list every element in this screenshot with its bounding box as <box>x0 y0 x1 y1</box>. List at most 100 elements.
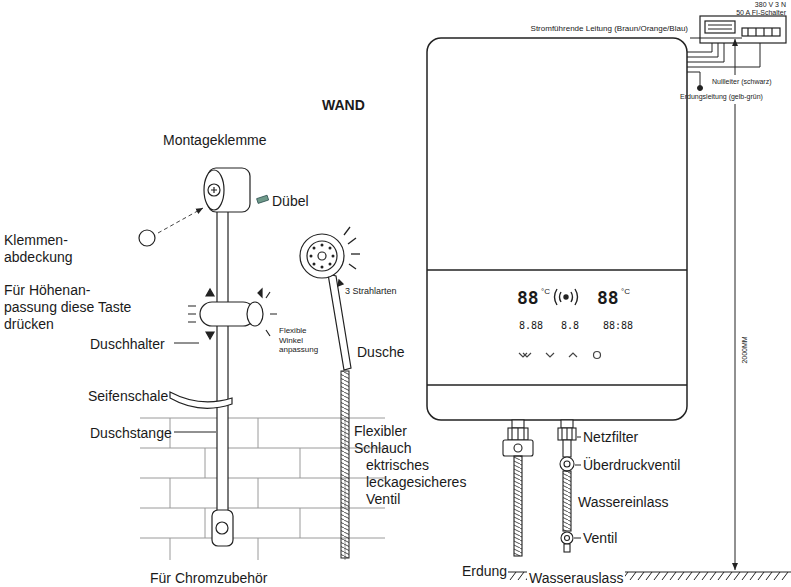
part-label: Klemmen- abdeckung <box>4 232 84 266</box>
heater-housing <box>427 269 687 271</box>
bottom-bracket <box>212 510 233 546</box>
adjust-arrows <box>258 289 262 297</box>
shower-holder <box>247 302 263 326</box>
adjust-arrows <box>266 292 277 336</box>
water-outlet <box>508 428 528 440</box>
leader-line <box>577 437 581 438</box>
part-label: Duschhalter <box>90 336 165 353</box>
spray-rays <box>344 227 350 235</box>
leader-line <box>174 343 199 344</box>
shower-nozzles <box>310 244 335 269</box>
part-label: Für Chromzubehör <box>150 570 268 587</box>
adjust-arrows <box>206 332 214 339</box>
leader-line <box>574 437 581 538</box>
wall-dowel <box>257 195 269 203</box>
leader-line <box>574 538 581 539</box>
supply-wires <box>687 43 724 62</box>
bottom-bracket <box>212 510 233 546</box>
part-label: Netzfilter <box>583 429 638 446</box>
spray-rays <box>338 280 343 286</box>
mounting-clamp <box>204 170 224 210</box>
part-label: Dübel <box>272 193 309 210</box>
rating-label: 50 A FI-Schalter <box>736 9 786 17</box>
flexible-hose <box>341 371 349 558</box>
water-inlet <box>562 428 572 440</box>
dimension-line <box>735 39 736 75</box>
hand-shower <box>307 241 337 271</box>
water-outlet <box>512 420 524 428</box>
shower-nozzles <box>321 266 324 269</box>
water-inlet <box>564 544 570 552</box>
adjust-arrows <box>206 289 214 296</box>
hand-shower <box>300 234 344 278</box>
dimension-line <box>690 38 742 39</box>
wall-label: WAND <box>322 97 365 114</box>
hand-shower <box>318 252 326 260</box>
adjust-arrows <box>188 306 196 322</box>
water-outlet <box>503 440 533 456</box>
spray-rays <box>348 238 356 244</box>
breaker-box <box>748 28 772 36</box>
clamp-cover <box>139 230 155 246</box>
part-label: 3 Strahlarten <box>345 286 397 297</box>
shower-nozzles <box>313 263 316 266</box>
wire-label: Stromführende Leitung (Braun/Orange/Blau… <box>531 24 688 34</box>
wire-label: Erdungsleitung (gelb-grün) <box>680 93 763 101</box>
spray-rays <box>338 227 360 286</box>
touch-keys <box>519 352 601 359</box>
rating-label: 380 V 3 N <box>755 1 786 9</box>
leader-line <box>174 432 216 433</box>
flexible-hose <box>341 371 349 558</box>
shower-holder <box>200 302 263 326</box>
breaker-box <box>700 16 786 43</box>
part-label: ektrisches leckagesicheres Ventil <box>366 457 478 507</box>
mounting-clamp <box>208 184 220 196</box>
display-unit: °C <box>621 287 630 297</box>
wifi-icon <box>564 295 568 299</box>
heater-housing <box>427 384 687 386</box>
breaker-box <box>708 25 732 29</box>
shower-rod <box>217 210 228 545</box>
wifi-icon <box>560 292 573 302</box>
supply-wires <box>687 72 700 85</box>
wall-dowel <box>257 195 269 203</box>
water-inlet <box>558 420 576 552</box>
water-outlet <box>514 444 522 452</box>
part-label: Wasserauslass <box>527 570 625 587</box>
shower-nozzles <box>332 255 335 258</box>
touch-keys <box>546 353 554 357</box>
water-inlet <box>564 461 570 467</box>
part-label: Überdruckventil <box>583 457 680 474</box>
shower-nozzles <box>321 244 324 247</box>
part-label: Für Höhenan- passung diese Taste drücken <box>4 282 139 332</box>
leader-line <box>174 343 216 432</box>
part-label: Wassereinlass <box>578 494 669 511</box>
part-label: Duschstange <box>90 425 172 442</box>
breaker-box <box>742 28 780 36</box>
water-inlet <box>565 536 570 541</box>
wifi-icon <box>555 289 578 305</box>
touch-keys <box>519 353 531 357</box>
part-label: Montageklemme <box>163 132 267 149</box>
screw-line <box>158 208 203 233</box>
part-label: Erdung <box>462 563 507 580</box>
heater-housing <box>427 38 687 420</box>
display-digits: 88 <box>517 287 539 309</box>
wifi-icon <box>555 289 578 305</box>
supply-wires <box>687 43 718 57</box>
touch-keys <box>569 353 577 357</box>
adjust-arrows <box>188 289 277 339</box>
wire-label: Nullleiter (schwarz) <box>712 78 772 86</box>
mounting-clamp <box>204 168 250 212</box>
part-label: Flexibler Schlauch <box>354 423 434 457</box>
dimension-label: 2000MM <box>741 334 749 365</box>
part-label: Dusche <box>357 344 404 361</box>
dimension-line <box>735 104 736 570</box>
spray-rays <box>349 264 356 269</box>
touch-keys <box>594 352 601 359</box>
display-digits: 8.88 <box>519 320 543 332</box>
clamp-cover <box>139 230 155 246</box>
shower-rod <box>217 210 228 545</box>
breaker-box <box>700 16 786 43</box>
shower-nozzles <box>310 255 313 258</box>
